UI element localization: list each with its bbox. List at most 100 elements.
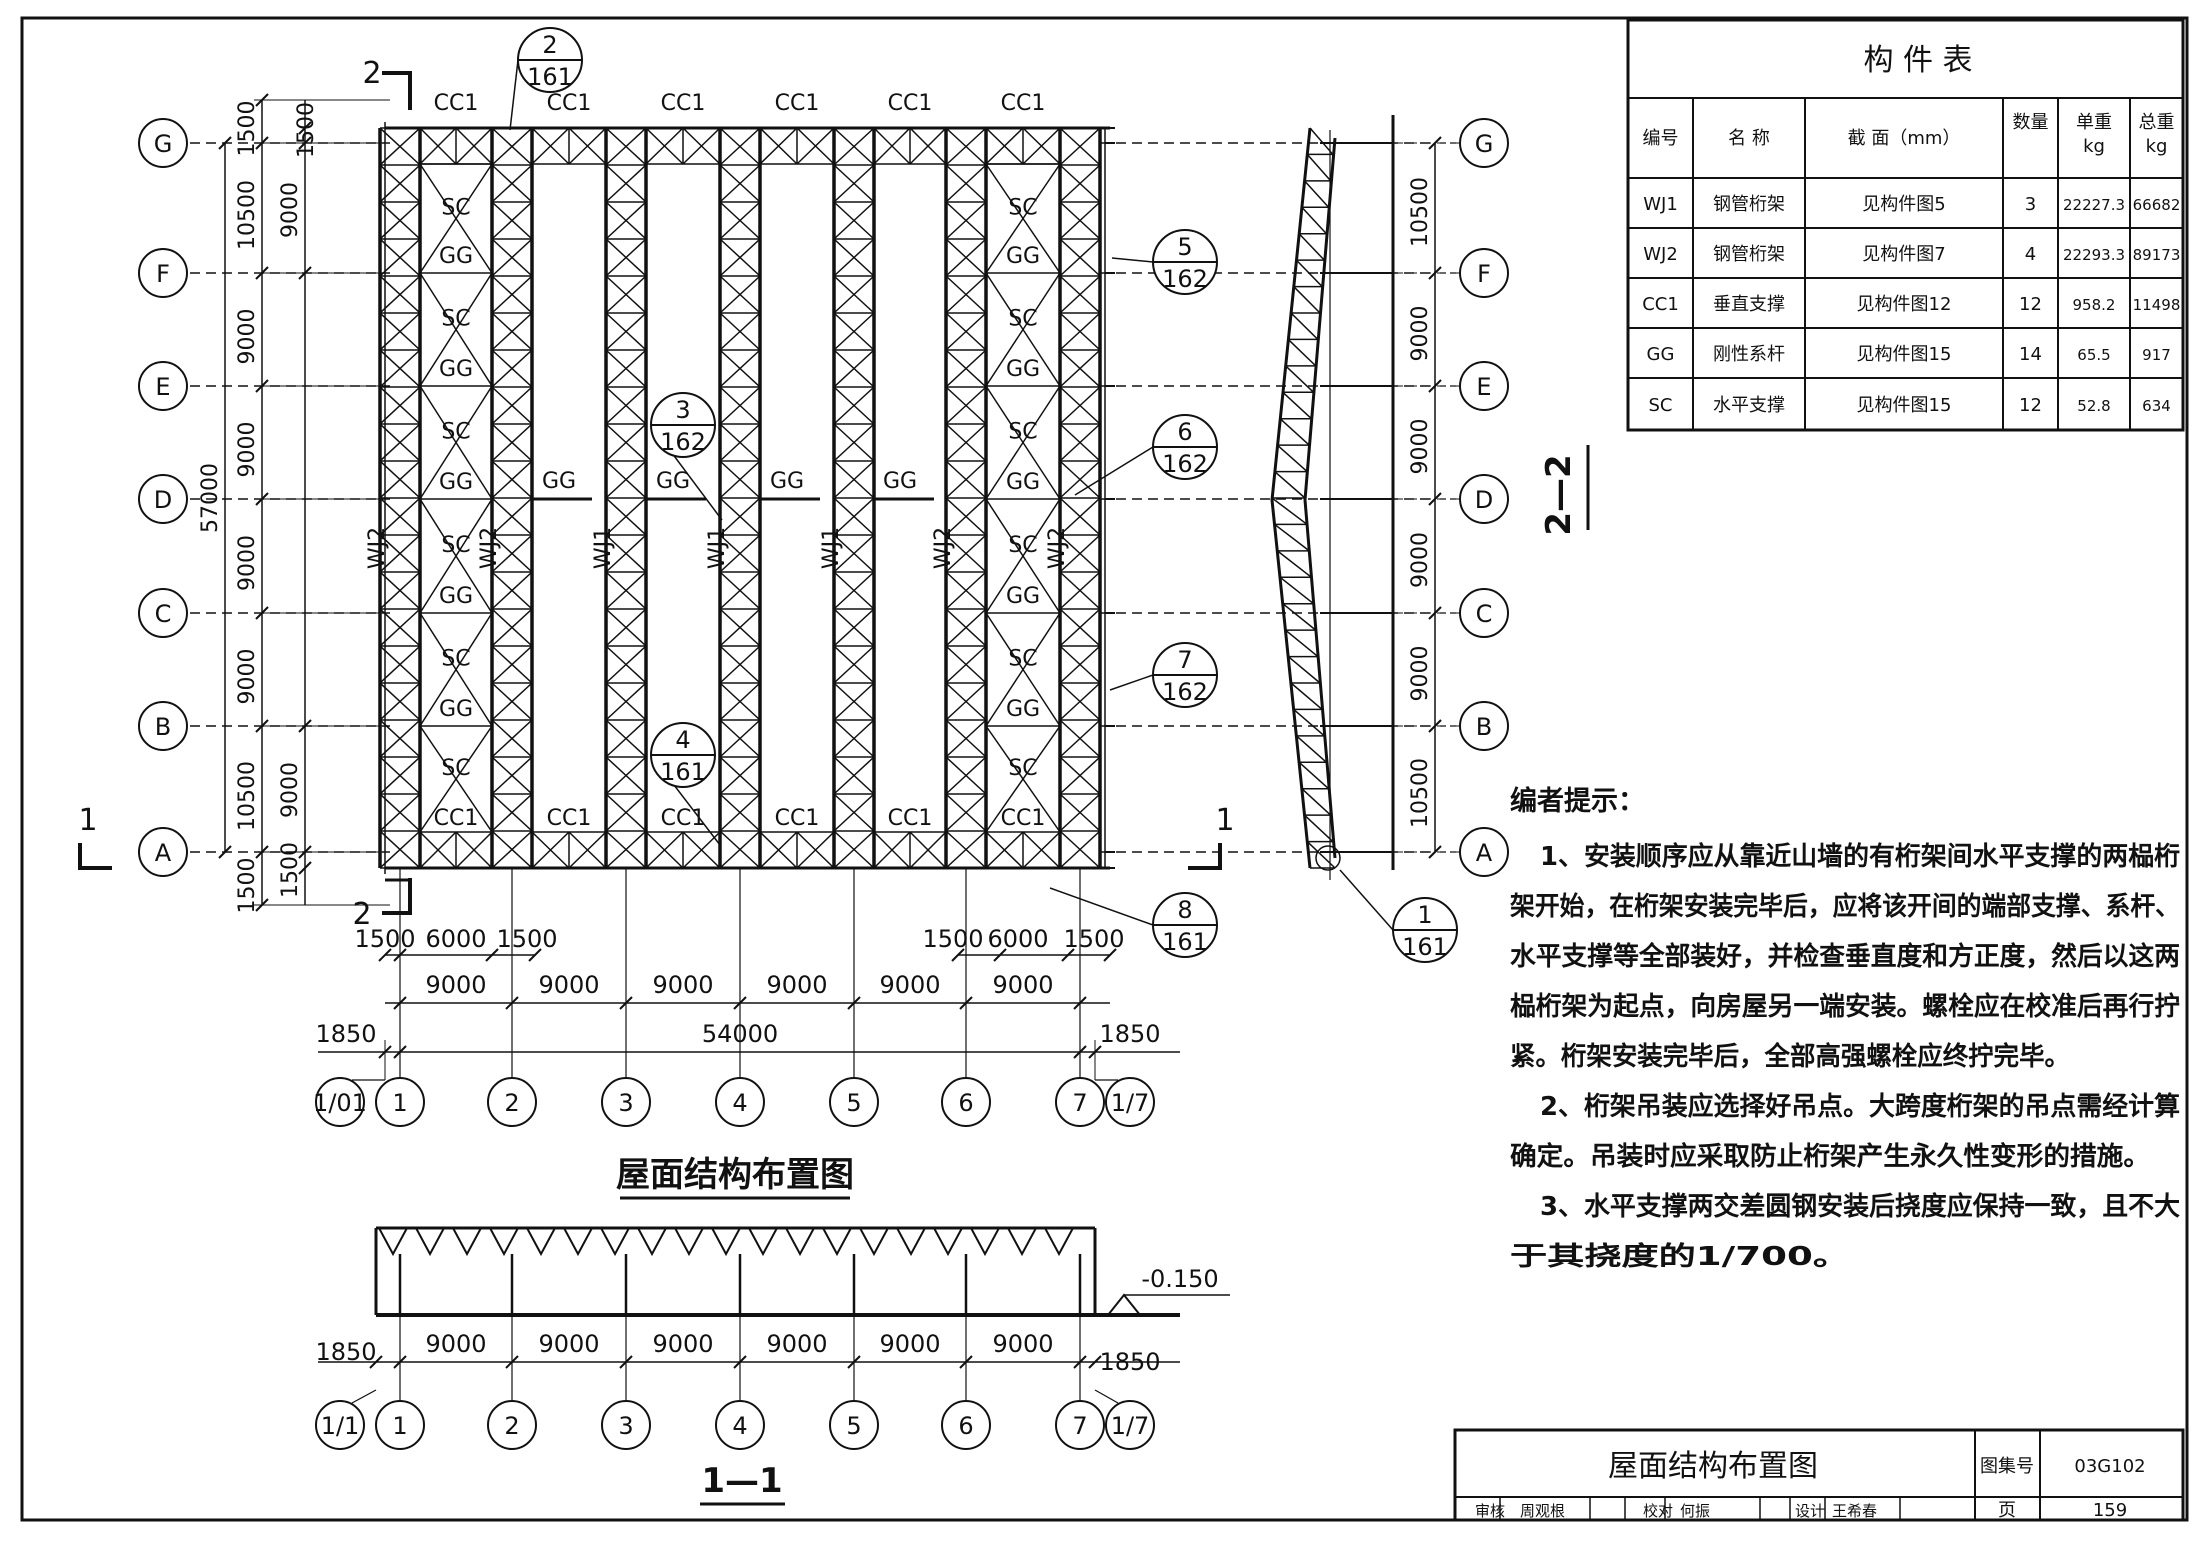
truss-diagonal — [833, 201, 875, 240]
truss-diagonal — [719, 386, 761, 425]
gg-label: GG — [439, 357, 473, 382]
cc1-bottom-label: CC1 — [1001, 806, 1046, 831]
truss-diagonal — [833, 830, 875, 869]
dim-tick — [1428, 266, 1442, 280]
dim-y-inner: 9000 — [278, 182, 303, 238]
gg-bay-2: GG — [532, 469, 592, 501]
col-bubble-1-7-circle — [1105, 1077, 1155, 1127]
sec11-truss-triangle — [562, 1227, 594, 1257]
truss-diagonal — [1059, 719, 1101, 758]
sec22-web — [1295, 735, 1327, 763]
dim-y-outer: 9000 — [235, 422, 260, 478]
gg-label: GG — [1006, 470, 1040, 495]
truss-diagonal — [833, 756, 875, 795]
table-cell-r4-c2: 见构件图15 — [1857, 395, 1952, 416]
sc-label: SC — [1008, 533, 1037, 558]
note-line-9: 于其挠度的1/700。 — [1510, 1241, 1850, 1272]
table-cell-r2-c4: 958.2 — [2073, 296, 2116, 314]
truss-diagonal — [833, 386, 875, 425]
table-header-part: kg — [2146, 136, 2168, 157]
col-bubble-5-label: 5 — [846, 1089, 861, 1117]
table-cell-r0-c0: WJ1 — [1643, 194, 1678, 215]
truss-diagonal — [605, 201, 647, 240]
row-bubble-B-circle — [138, 701, 188, 751]
row-bubble-G-circle — [138, 118, 188, 168]
notes-heading: 编者提示： — [1510, 785, 1645, 817]
col-bubble-4-label: 4 — [732, 1089, 747, 1117]
table-cell-r4-c1: 水平支撑 — [1713, 395, 1785, 416]
truss-diagonal — [719, 349, 761, 388]
sec11-span-dim: 9000 — [425, 1330, 486, 1358]
truss-diagonal — [379, 830, 421, 869]
callout-leader — [1074, 446, 1154, 496]
sec22-web — [1276, 550, 1312, 578]
cc1-diagonal — [645, 127, 684, 165]
truss-diagonal — [491, 682, 533, 721]
gg-label: GG — [770, 469, 804, 494]
truss-label: WJ2 — [477, 527, 502, 569]
dim-top-right: 6000 — [987, 925, 1048, 953]
section-2-top-label: 2 — [362, 56, 381, 91]
truss-diagonal — [945, 645, 987, 684]
col-bubble-2-circle — [487, 1077, 537, 1127]
sec11-elevation: -0.150 — [1141, 1265, 1218, 1293]
sec11-col-bubble-7-label: 7 — [1072, 1412, 1087, 1440]
cc1-diagonal — [682, 831, 721, 869]
row-bubble-F-label: F — [156, 260, 170, 288]
cc1-diagonal — [682, 127, 721, 165]
sec22-web — [1285, 365, 1315, 393]
dim-span-x: 9000 — [879, 971, 940, 999]
gg-label: GG — [1006, 244, 1040, 269]
table-cell-r3-c4: 65.5 — [2077, 346, 2110, 364]
dim-tick — [959, 996, 973, 1010]
sc-label: SC — [1008, 420, 1037, 445]
truss-diagonal — [1059, 238, 1101, 277]
table-cell-r4-c3: 12 — [2019, 395, 2042, 416]
truss-diagonal — [605, 275, 647, 314]
truss-diagonal — [719, 423, 761, 462]
section-1-marks: 1 1 — [78, 803, 1235, 870]
col-bubble-4-circle — [715, 1077, 765, 1127]
truss-diagonal — [491, 423, 533, 462]
sec11-truss-triangle — [821, 1227, 853, 1257]
plan-title: 屋面结构布置图 — [616, 1155, 854, 1195]
dim-span-x: 9000 — [652, 971, 713, 999]
atlas-number: 03G102 — [2074, 1456, 2145, 1477]
truss-diagonal — [1059, 571, 1101, 610]
truss-diagonal — [945, 571, 987, 610]
dim-span-x: 9000 — [538, 971, 599, 999]
table-header-part: 单重 — [2076, 112, 2112, 133]
sec11-col-bubble-4-label: 4 — [732, 1412, 747, 1440]
col-bubble-6-circle — [941, 1077, 991, 1127]
table-header-part: kg — [2083, 136, 2105, 157]
table-cell-r4-c4: 52.8 — [2077, 397, 2110, 415]
cc1-top-label: CC1 — [1001, 91, 1046, 116]
truss-diagonal — [833, 645, 875, 684]
sc-diagonal — [985, 385, 1061, 500]
truss-4: WJ1 — [705, 127, 762, 869]
sec11-col-bubble-7-circle — [1055, 1400, 1105, 1450]
sec22-web — [1276, 444, 1308, 473]
sec22-web — [1274, 523, 1310, 552]
dim-y-outer: 9000 — [235, 309, 260, 365]
truss-diagonal — [491, 460, 533, 499]
callout-sheet: 161 — [527, 63, 573, 91]
callout-leader — [1049, 887, 1154, 926]
sec11-span-dim: 9000 — [879, 1330, 940, 1358]
truss-diagonal — [945, 349, 987, 388]
col-bubble-5-circle — [829, 1077, 879, 1127]
sec22-web — [1306, 153, 1332, 182]
cc1-diagonal — [759, 831, 798, 869]
cc1-diagonal — [759, 127, 798, 165]
truss-diagonal — [719, 793, 761, 832]
truss-diagonal — [719, 164, 761, 203]
cc1-top-label: CC1 — [888, 91, 933, 116]
dim-y-inner: 1500 — [294, 102, 319, 158]
sec22-row-bubble-A-circle — [1459, 827, 1509, 877]
truss-diagonal — [945, 201, 987, 240]
truss-diagonal — [605, 793, 647, 832]
table-cell-r1-c5: 89173 — [2133, 246, 2181, 264]
